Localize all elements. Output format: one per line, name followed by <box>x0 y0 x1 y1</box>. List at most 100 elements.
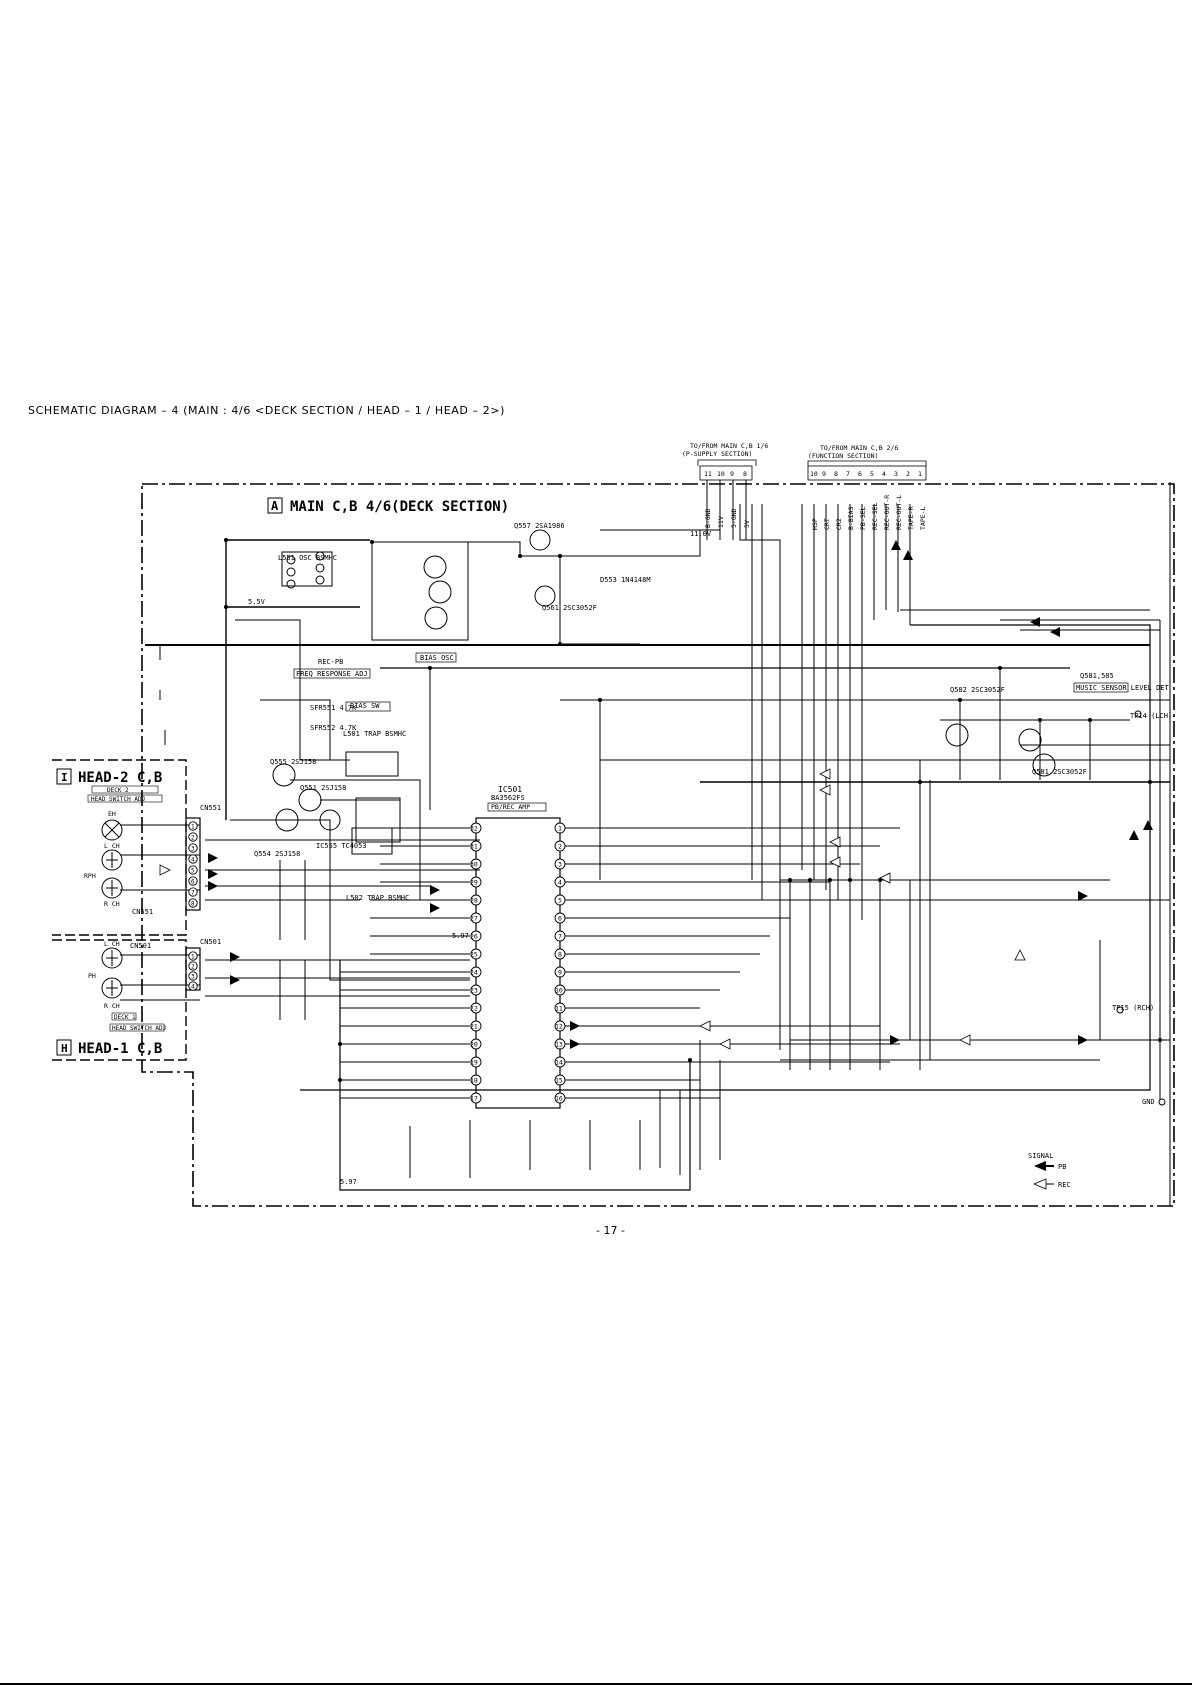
function-pin-num: 3 <box>894 470 898 478</box>
tp14-label: TP14 (LCH) <box>1130 712 1172 720</box>
cn501-pin-num: 4 <box>191 984 195 991</box>
l501-label: L501 TRAP BSMHC <box>343 730 406 738</box>
legend-rec: REC <box>1058 1181 1071 1189</box>
pb-signal-arrow <box>208 869 218 879</box>
pb-signal-arrow <box>903 550 913 560</box>
board-a-title: MAIN C,B 4/6(DECK SECTION) <box>290 499 509 515</box>
function-pin-num: 1 <box>918 470 922 478</box>
rec-signal-arrow <box>829 856 841 868</box>
board-i-letter: I <box>61 771 68 784</box>
cn551-pin-num: 5 <box>191 868 195 875</box>
page-number: - 17 - <box>596 1224 625 1237</box>
function-pin-label: REC-OUT-R <box>883 495 891 530</box>
head2-rph-label: RPH <box>84 872 96 880</box>
function-pin-num: 9 <box>822 470 826 478</box>
head1-rch-label: R CH <box>104 1002 120 1010</box>
cn501-pin <box>188 981 198 991</box>
l502-label: L502 TRAP BSMHC <box>346 894 409 902</box>
cn501-label-2: CN501 <box>130 942 151 950</box>
board-i-tag1: DECK 2 <box>107 787 129 794</box>
to-from-function-header: TO/FROM MAIN C,B 2/6 (FUNCTION SECTION) <box>807 444 927 481</box>
ic-right-pin-num: 12 <box>555 1023 563 1031</box>
ic-right-pin-num: 15 <box>555 1077 563 1085</box>
cn551-label-2: CN551 <box>132 908 153 916</box>
supply-pin-label: B-GND <box>704 508 712 528</box>
pb-signal-arrow <box>208 853 218 863</box>
head2-rch-label: R CH <box>104 900 120 908</box>
ic-right-pin-num: 1 <box>558 825 562 833</box>
supply-pin-num: 8 <box>743 470 747 478</box>
pb-signal-arrow <box>570 1039 580 1049</box>
board-i-label: I HEAD-2 C,B DECK 2 HEAD SWITCH ADJ <box>56 768 163 803</box>
supply-pin-label: 5V <box>743 520 751 528</box>
ic-function: PB/REC AMP <box>491 803 530 811</box>
rec-signal-arrow <box>959 1034 971 1046</box>
q561-label: Q561 2SC3052F <box>542 604 597 612</box>
ic-ref: IC501 <box>498 785 522 794</box>
cn551-pin-num: 1 <box>191 824 195 831</box>
function-pin-num: 4 <box>882 470 886 478</box>
v1108-label: 11.0V <box>690 530 712 538</box>
ic-right-pin-num: 2 <box>558 843 562 851</box>
test-points <box>1116 710 1166 1106</box>
signal-legend: SIGNAL PB REC <box>1028 1152 1071 1190</box>
music-sensor-label: MUSIC SENSOR LEVEL DET <box>1076 684 1170 692</box>
rec-signal-arrow <box>819 768 831 780</box>
function-pin-num: 8 <box>834 470 838 478</box>
board-h-tag1: DECK 1 <box>114 1014 136 1021</box>
function-pin-num: 5 <box>870 470 874 478</box>
cn551-pin <box>188 854 198 864</box>
pb-arrows <box>208 540 1153 1049</box>
ic555-label: IC555 TC4053 <box>316 842 367 850</box>
supply-pin-label: 5-GND <box>730 508 738 528</box>
supply-pin-num: 10 <box>717 470 725 478</box>
rec-arrows <box>159 768 1026 1050</box>
ic-right-pin-num: 9 <box>558 969 562 977</box>
pb-signal-arrow <box>1078 1035 1088 1045</box>
ic-right-pin-num: 8 <box>558 951 562 959</box>
board-i-tag2: HEAD SWITCH ADJ <box>91 796 145 803</box>
l551-label: L551 OSC BSMHC <box>278 554 337 562</box>
head-erase-label: EH <box>108 810 116 818</box>
ic501: IC501 BA3562FS PB/REC AMP 32313029282726… <box>470 785 566 1109</box>
ic-left-pin-num: 25 <box>470 951 478 959</box>
rec-pb-label: REC-PB <box>318 658 343 666</box>
pb-signal-arrow <box>1050 627 1060 637</box>
ic-left-pin-num: 28 <box>470 897 478 905</box>
cn551-pin <box>188 887 198 897</box>
rec-signal-arrow <box>159 864 171 876</box>
function-pin-label: REC-OUT-L <box>895 495 903 530</box>
transistors <box>272 529 1056 832</box>
board-a-label: A MAIN C,B 4/6(DECK SECTION) <box>267 497 509 515</box>
pb-signal-arrow <box>230 975 240 985</box>
board-a-frame <box>141 483 1175 1207</box>
label-boxes <box>293 652 1129 712</box>
pb-signal-arrow <box>891 540 901 550</box>
sfr552-label: SFR552 4.7K <box>310 724 357 732</box>
ic-left-pin-num: 18 <box>470 1077 478 1085</box>
board-h-letter: H <box>61 1042 68 1055</box>
function-line2: (FUNCTION SECTION) <box>808 452 878 460</box>
ic-right-pin-num: 13 <box>555 1041 563 1049</box>
function-pin-label: CR2 <box>835 518 843 530</box>
ic-left-pin-num: 21 <box>470 1023 478 1031</box>
board-i-title: HEAD-2 C,B <box>78 770 162 786</box>
board-h-title: HEAD-1 C,B <box>78 1041 162 1057</box>
pb-signal-arrow <box>230 952 240 962</box>
ic-right-pin-num: 11 <box>555 1005 563 1013</box>
junction-dots <box>224 538 1162 1082</box>
ic-right-pin-num: 6 <box>558 915 562 923</box>
ic-part: BA3562FS <box>491 794 525 802</box>
ic-right-pin-num: 4 <box>558 879 562 887</box>
head1-lch-label: L CH <box>104 940 120 948</box>
ic555-box <box>345 751 401 855</box>
cn551-pin <box>188 898 198 908</box>
supply-pin-label: 11V <box>717 516 725 528</box>
pb-signal-arrow <box>570 1021 580 1031</box>
cn551-pin <box>188 865 198 875</box>
function-line1: TO/FROM MAIN C,B 2/6 <box>820 444 898 452</box>
cn551-pin <box>188 843 198 853</box>
